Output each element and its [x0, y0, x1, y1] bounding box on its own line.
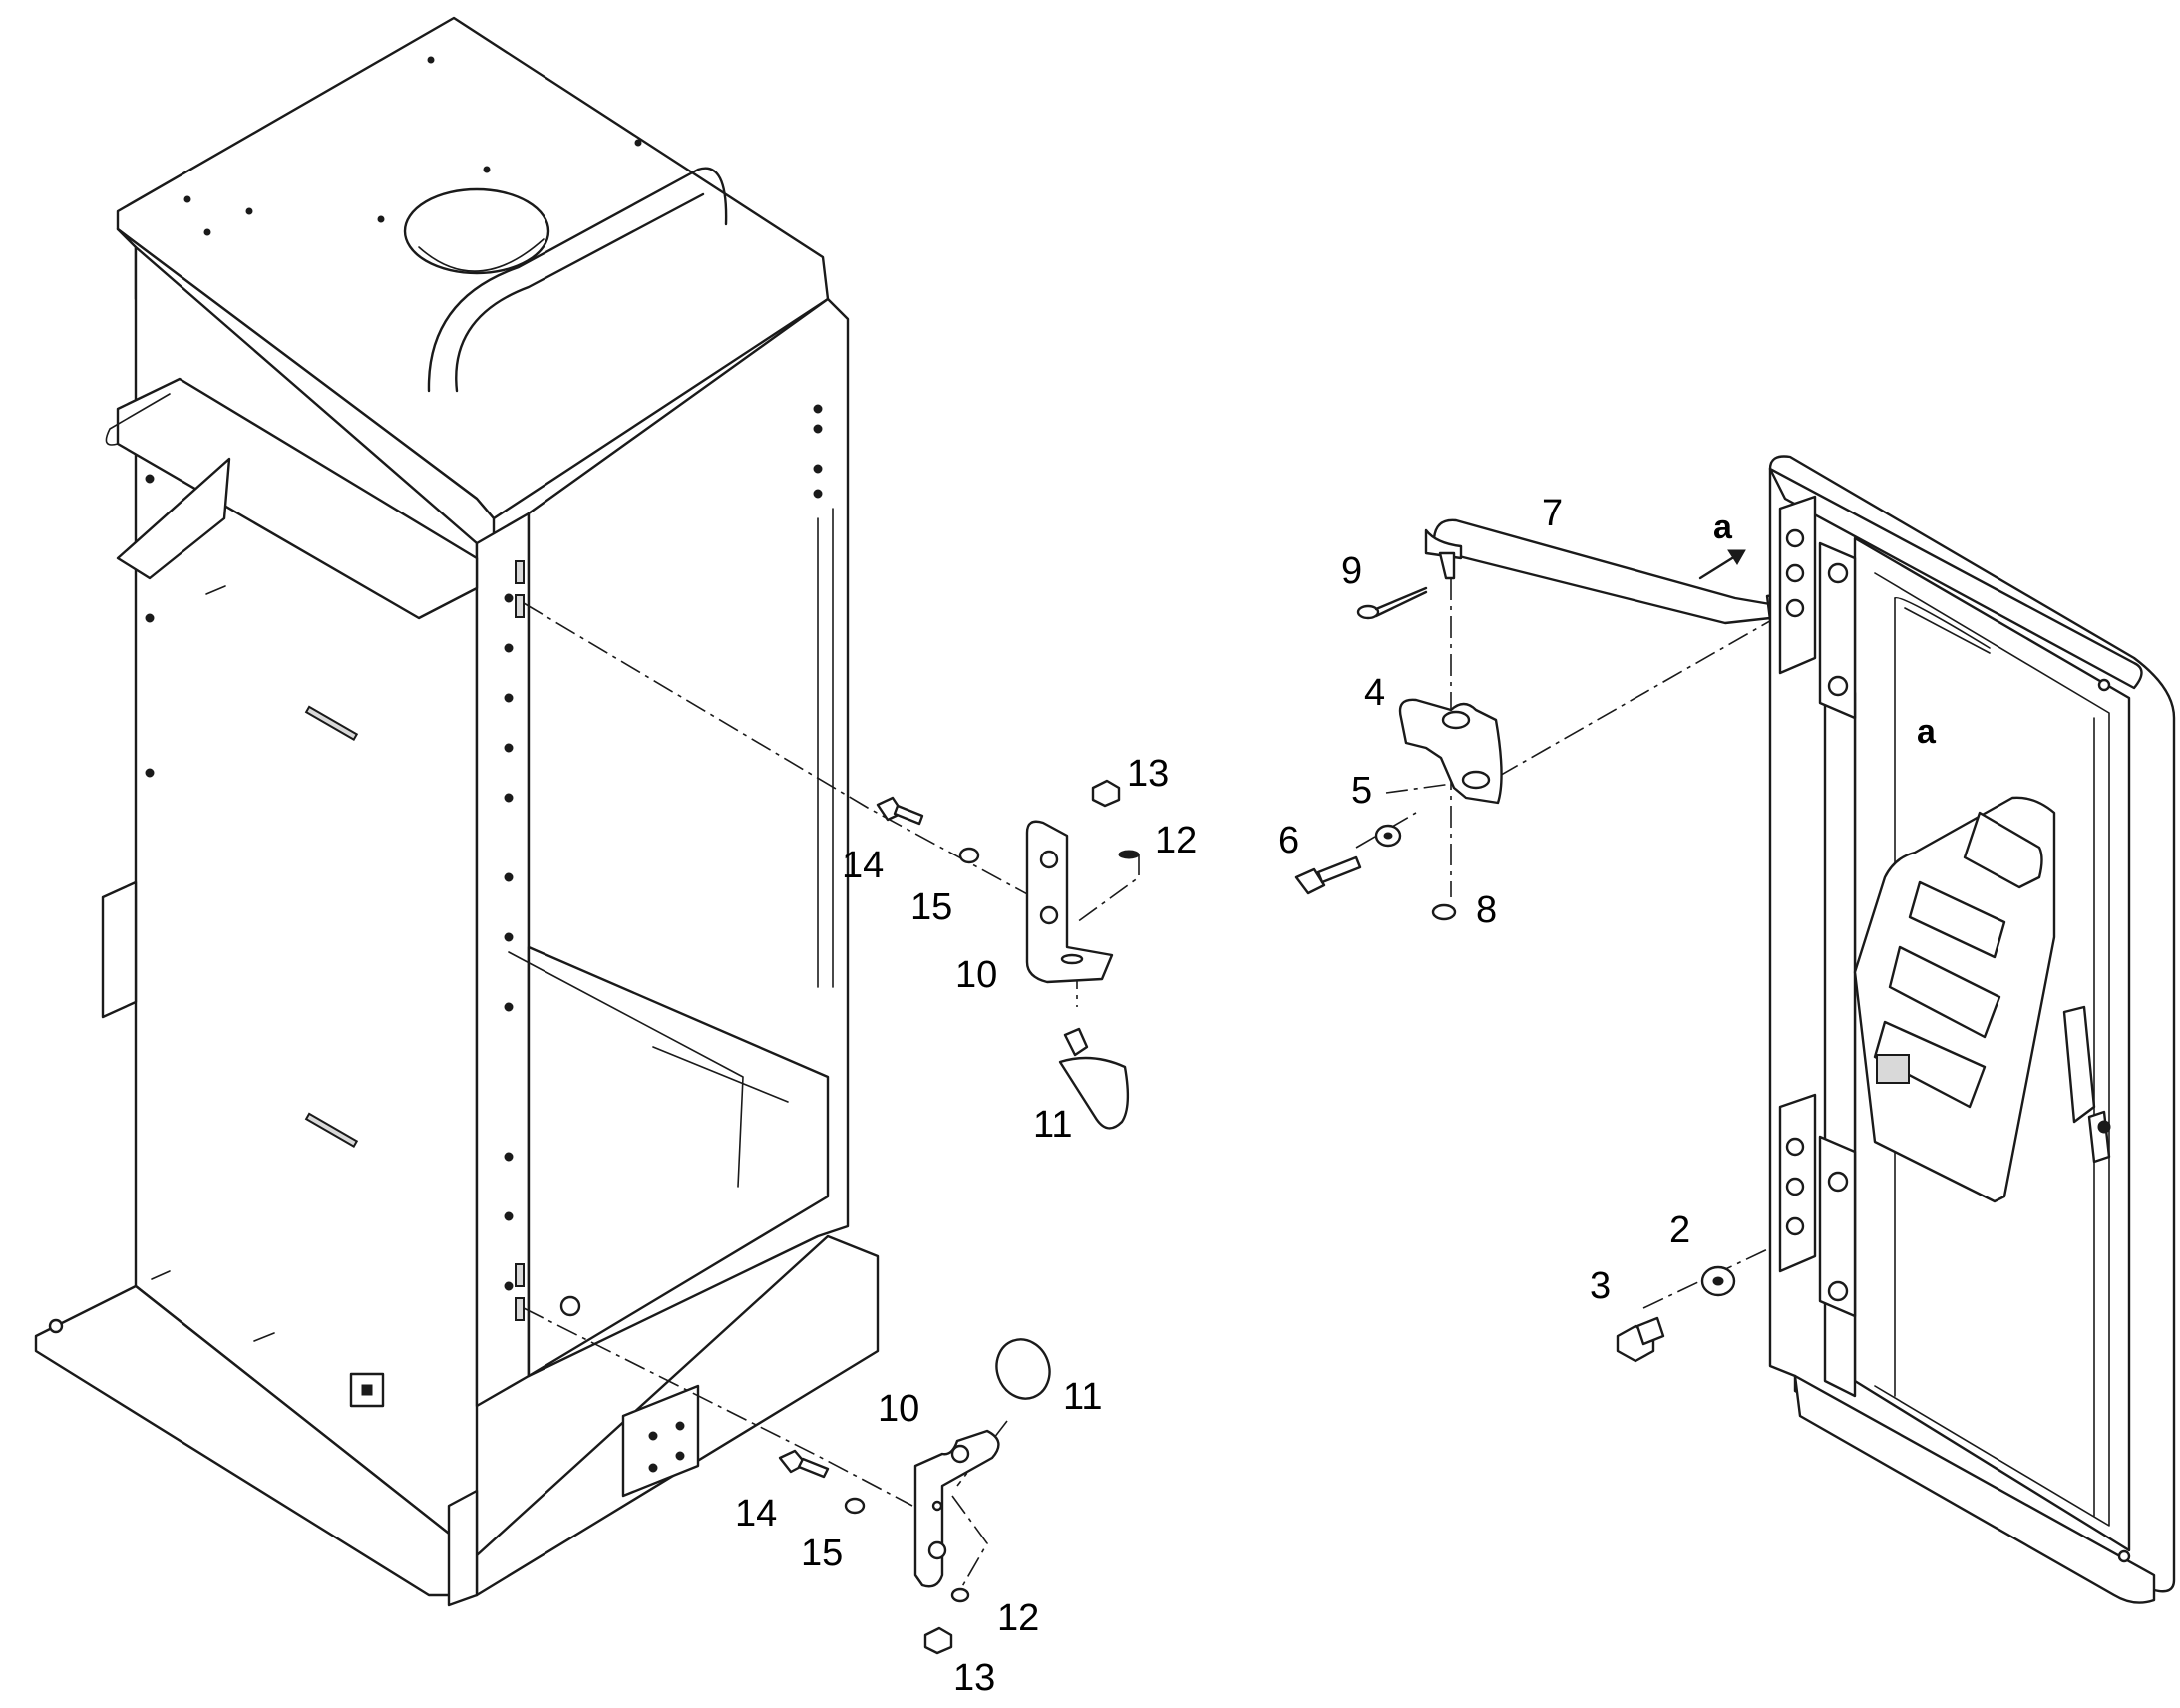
- callout-10-lower: 10: [878, 1388, 919, 1430]
- callout-12-lower: 12: [997, 1597, 1039, 1639]
- callout-3: 3: [1590, 1265, 1611, 1307]
- callout-labels: 2 3 4 5 6 7 8 9 10 10 11 11 12 12 13 13 …: [735, 493, 1937, 1699]
- assembly-line-hinge-bolt: [1355, 812, 1417, 849]
- callout-11-upper: 11: [1033, 1104, 1072, 1146]
- callout-9: 9: [1341, 550, 1362, 592]
- callout-2: 2: [1669, 1209, 1690, 1251]
- callout-13-upper: 13: [1127, 753, 1169, 795]
- assembly-line-lower-nut: [951, 1495, 988, 1596]
- hinge-rod-assembly: [1294, 518, 1797, 921]
- door-stop-bracket-upper: [876, 779, 1140, 1130]
- door-assembly: [1768, 455, 2176, 1604]
- callout-15-lower: 15: [801, 1533, 843, 1574]
- callout-13-lower: 13: [953, 1657, 995, 1699]
- column-holes: [145, 404, 823, 1291]
- door-fasteners: [1616, 1265, 1736, 1363]
- door-stop-bracket-lower: [778, 1338, 1051, 1655]
- assembly-line-upper: [523, 602, 1043, 903]
- callout-14-lower: 14: [735, 1493, 777, 1535]
- callout-7: 7: [1542, 493, 1563, 534]
- callout-4: 4: [1364, 672, 1385, 714]
- assembly-line-upper-nut: [1076, 854, 1140, 923]
- callout-11-lower: 11: [1063, 1376, 1102, 1418]
- frame-assembly: [34, 16, 880, 1607]
- callout-12-upper: 12: [1155, 820, 1197, 861]
- roof-holes: [183, 56, 642, 236]
- callout-a-lower: a: [1917, 713, 1937, 751]
- callout-6: 6: [1278, 820, 1299, 861]
- callout-14-upper: 14: [842, 845, 884, 886]
- callout-a-upper: a: [1713, 509, 1733, 546]
- callout-5: 5: [1351, 770, 1372, 812]
- assembly-line-lower: [523, 1307, 913, 1507]
- callout-10-upper: 10: [955, 954, 997, 996]
- callout-8: 8: [1476, 889, 1497, 931]
- callout-15-upper: 15: [910, 886, 952, 928]
